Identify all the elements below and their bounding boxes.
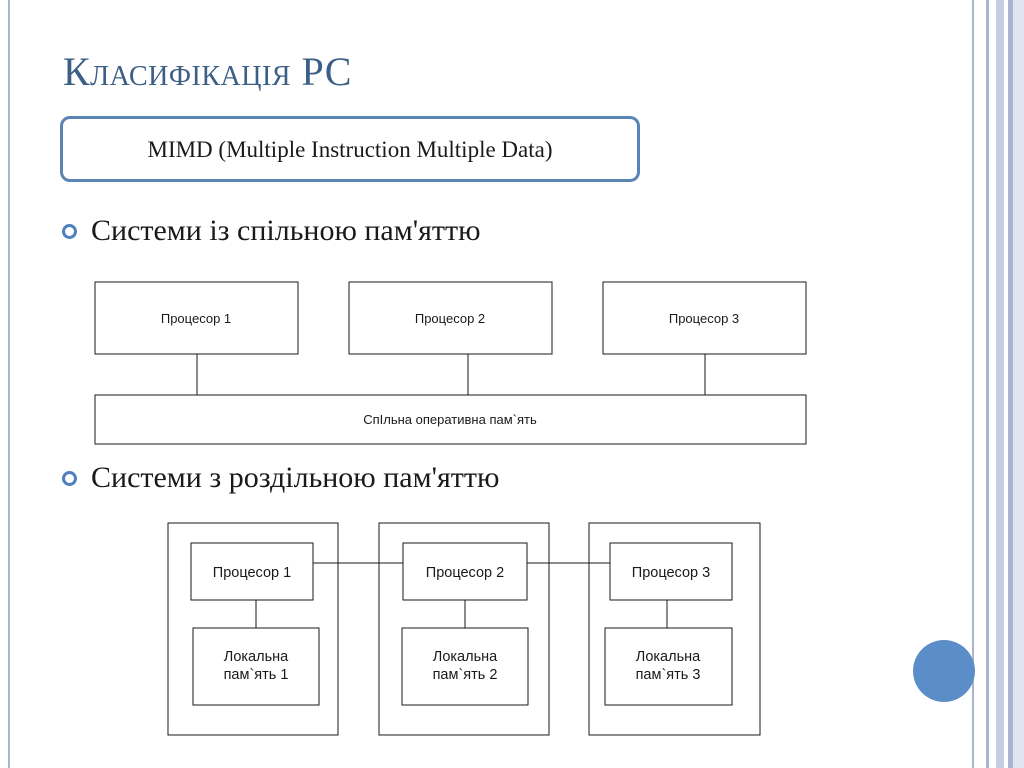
slide-title: Класифікація РС	[63, 49, 352, 94]
node-processor-box-2	[402, 542, 528, 601]
local-memory-label: пам`ять 3	[636, 667, 701, 683]
mimd-label-box: MIMD (Multiple Instruction Multiple Data…	[60, 116, 640, 182]
shared-memory-labels: Процесор 1 Процесор 2 Процесор 3 СпІльна…	[161, 311, 739, 427]
processor-label: Процесор 3	[669, 311, 739, 326]
decorative-stripes	[982, 0, 1024, 768]
distributed-memory-labels: Процесор 1 Процесор 2 Процесор 3 Локальн…	[213, 565, 710, 683]
processor-label: Процесор 2	[415, 311, 485, 326]
bullet-icon	[62, 223, 77, 239]
local-memory-label: пам`ять 2	[433, 667, 498, 683]
local-memory-box-2	[401, 627, 529, 706]
local-memory-label: Локальна	[636, 649, 701, 665]
slide-frame	[8, 0, 974, 768]
processor-label: Процесор 3	[632, 565, 710, 581]
decorative-circle	[913, 640, 975, 702]
processor-label: Процесор 2	[426, 565, 504, 581]
bullet-text: Системи із спільною пам'яттю	[91, 214, 481, 247]
node-processor-box-3	[609, 542, 733, 601]
shared-memory-box	[94, 394, 807, 445]
distributed-memory-diagram	[167, 522, 761, 736]
bullet-icon	[62, 470, 77, 486]
local-memory-label: пам`ять 1	[224, 667, 289, 683]
processor-label: Процесор 1	[161, 311, 231, 326]
processor-box-2	[348, 281, 553, 355]
local-memory-label: Локальна	[224, 649, 289, 665]
local-memory-box-1	[192, 627, 320, 706]
bullet-item-shared: Системи із спільною пам'яттю	[62, 214, 481, 248]
mimd-label: MIMD (Multiple Instruction Multiple Data…	[147, 136, 553, 162]
shared-memory-diagram	[94, 281, 807, 445]
node-processor-box-1	[190, 542, 314, 601]
processor-label: Процесор 1	[213, 565, 291, 581]
shared-memory-label: СпІльна оперативна пам`ять	[363, 412, 537, 427]
local-memory-box-3	[604, 627, 733, 706]
bullet-item-distributed: Системи з роздільною пам'яттю	[62, 461, 499, 495]
bullet-text: Системи з роздільною пам'яттю	[91, 461, 500, 494]
local-memory-label: Локальна	[433, 649, 498, 665]
